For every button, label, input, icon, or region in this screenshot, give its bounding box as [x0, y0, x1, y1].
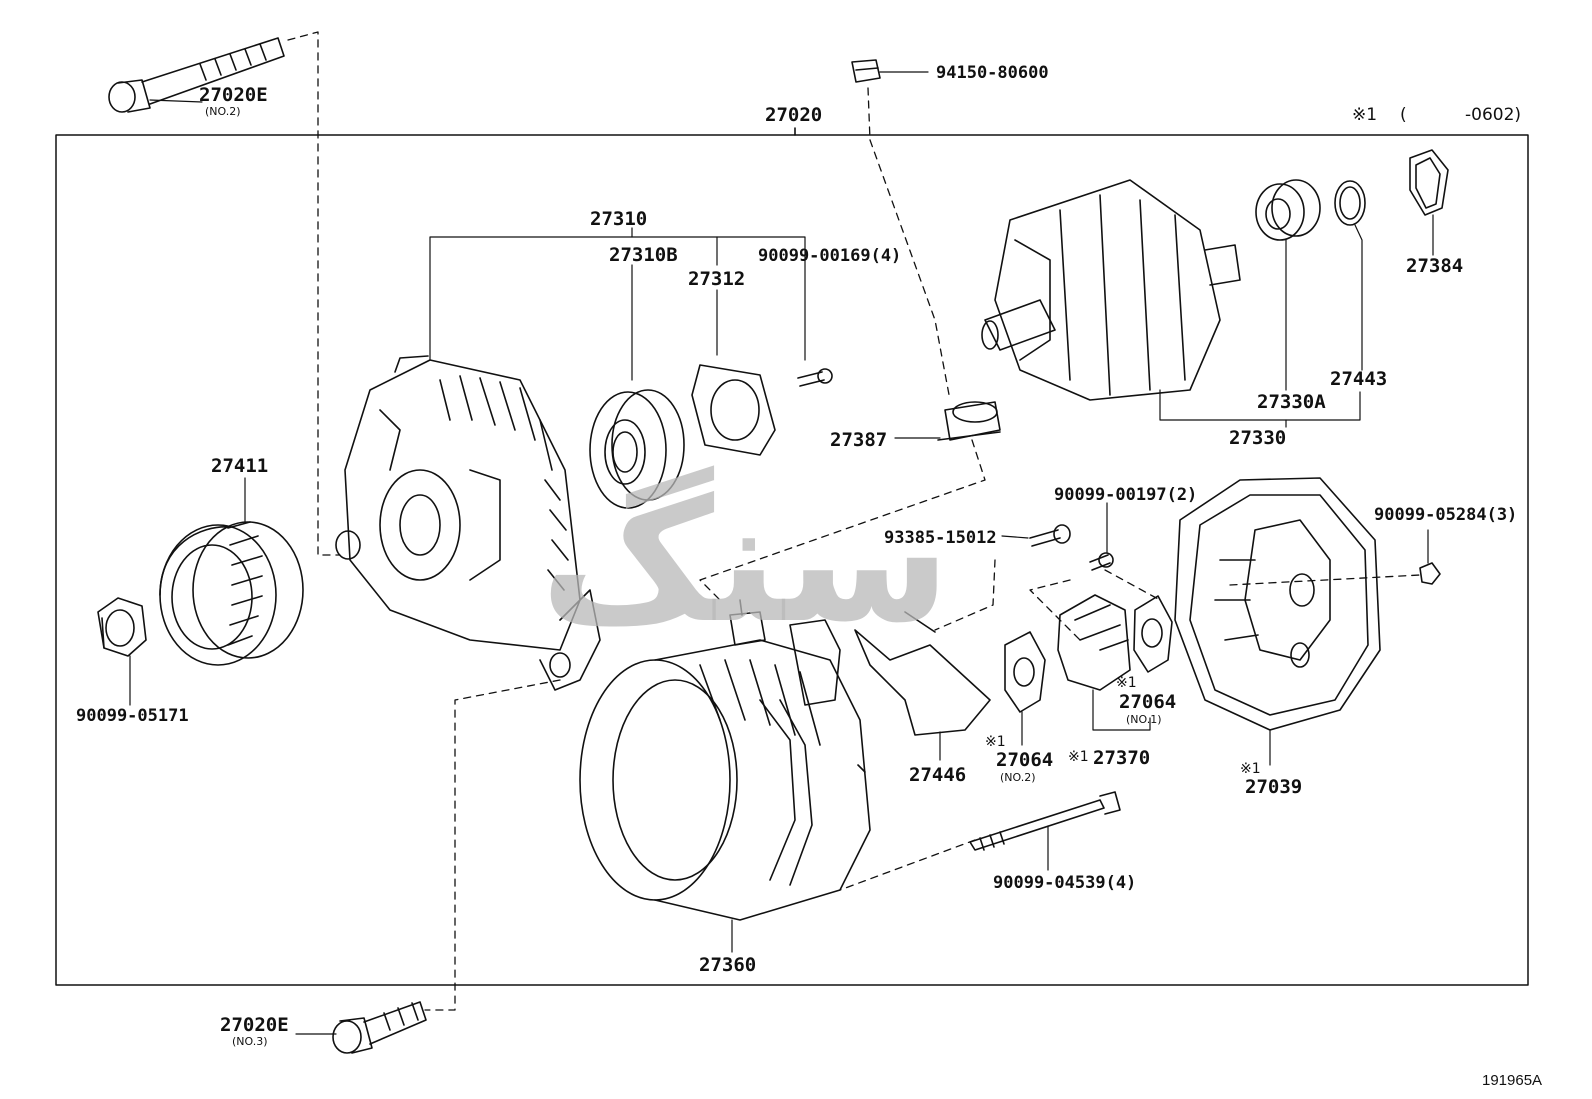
label-brush-holder-mark: ※1	[1068, 749, 1089, 765]
label-gasket-no2-mark: ※1	[985, 734, 1006, 750]
dashed-guides	[287, 31, 1421, 1011]
gasket-no2-icon	[1004, 631, 1046, 713]
label-frame-group: 27310	[590, 208, 648, 230]
label-seal: 27384	[1406, 255, 1464, 277]
label-plate: 27312	[688, 268, 746, 290]
label-rotor-assy: 27330	[1229, 427, 1287, 449]
bolt-top-icon	[108, 37, 285, 113]
label-brush-holder: 27370	[1093, 747, 1151, 769]
label-insulator: 27387	[830, 429, 888, 451]
label-stator: 27360	[699, 954, 757, 976]
watermark: سنگ	[540, 463, 951, 661]
nut-b-icon	[1419, 562, 1441, 585]
label-nut-b: 90099-05284(3)	[1374, 505, 1518, 525]
label-gasket-no1-sub: (NO.1)	[1126, 713, 1162, 726]
label-bolt-bottom: 27020E	[220, 1014, 289, 1036]
seal-icon	[1409, 149, 1449, 216]
rear-end-cover-icon	[1174, 477, 1381, 731]
brush-holder-icon	[1057, 594, 1131, 691]
label-rear-cover: 27039	[1245, 776, 1303, 798]
stator-icon	[579, 599, 871, 921]
insulator-icon	[937, 401, 1001, 441]
front-bearing-icon	[589, 389, 685, 509]
bearing-cover-icon	[1334, 180, 1366, 226]
footnote-range: -0602)	[1465, 105, 1522, 125]
screw-a-icon	[797, 368, 833, 387]
label-bolt-top: 27020E	[199, 84, 268, 106]
footnote-open: (	[1400, 105, 1407, 125]
through-bolt-icon	[969, 791, 1121, 851]
label-assembly: 27020	[765, 104, 823, 126]
label-through-bolt: 90099-04539(4)	[993, 873, 1137, 893]
rotor-icon	[981, 179, 1241, 401]
label-nut: 90099-05171	[76, 706, 189, 726]
cap-icon	[851, 59, 881, 83]
label-gasket-no1: 27064	[1119, 691, 1177, 713]
label-gasket-no2-sub: (NO.2)	[1000, 771, 1036, 784]
label-pulley: 27411	[211, 455, 269, 477]
drive-end-housing-icon	[335, 355, 601, 691]
assembly-frame	[55, 134, 1529, 986]
label-screw-a: 90099-00169(4)	[758, 246, 902, 266]
label-bolt-bottom-sub: (NO.3)	[232, 1035, 268, 1048]
label-terminal-screw: 93385-15012	[884, 528, 997, 548]
label-frame: 27310B	[609, 244, 678, 266]
footnote-mark: ※1	[1352, 105, 1378, 125]
label-rear-cover-mark: ※1	[1240, 761, 1261, 777]
retainer-plate-icon	[691, 364, 776, 456]
bolt-bottom-icon	[332, 1001, 427, 1054]
label-cap: 94150-80600	[936, 63, 1049, 83]
label-regulator-cover: 27446	[909, 764, 967, 786]
regulator-cover-icon	[854, 611, 991, 736]
terminal-screw-icon	[1029, 524, 1071, 547]
label-bolt-top-sub: (NO.2)	[205, 105, 241, 118]
pulley-icon	[159, 521, 304, 666]
gasket-no1-icon	[1133, 595, 1173, 673]
label-screw-b: 90099-00197(2)	[1054, 485, 1198, 505]
label-bearing-cover: 27443	[1330, 368, 1388, 390]
nut-icon	[97, 597, 147, 657]
label-gasket-no2: 27064	[996, 749, 1054, 771]
rotor-bearing-icon	[1255, 179, 1321, 241]
drawing-code: 191965A	[1482, 1072, 1543, 1089]
label-rotor-bearing: 27330A	[1257, 391, 1326, 413]
label-gasket-no1-mark: ※1	[1116, 675, 1137, 691]
screw-b-icon	[1089, 552, 1114, 571]
